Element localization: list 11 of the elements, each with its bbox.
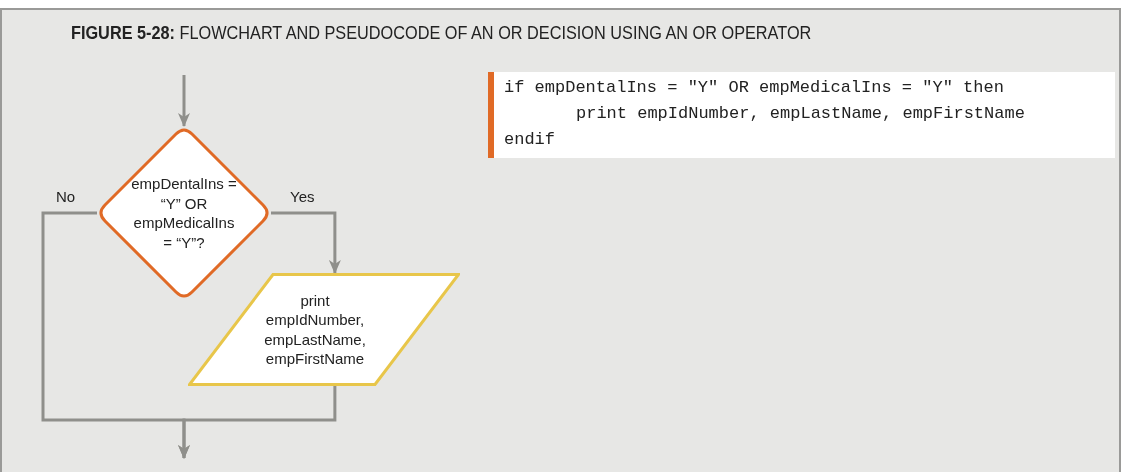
flow-arrow [178, 386, 337, 459]
pseudocode-line: if empDentalIns = "Y" OR empMedicalIns = "Y" then [504, 77, 1004, 99]
decision-text: empDentalIns = “Y” OR empMedicalIns = “Y”? [131, 174, 237, 252]
output-text: print empIdNumber, empLastName, empFirstName [263, 290, 367, 369]
pseudocode-line: print empIdNumber, empLastName, empFirstName [576, 103, 1025, 125]
flow-arrow [271, 211, 341, 274]
pseudocode-line: endif [504, 129, 555, 151]
figure-title: FIGURE 5-28: FLOWCHART AND PSEUDOCODE OF AN OR DECISION USING AN OR OPERATOR [71, 23, 812, 44]
flow-arrow [178, 75, 190, 127]
edge-label: Yes [290, 188, 315, 205]
edge-label: No [56, 188, 76, 205]
